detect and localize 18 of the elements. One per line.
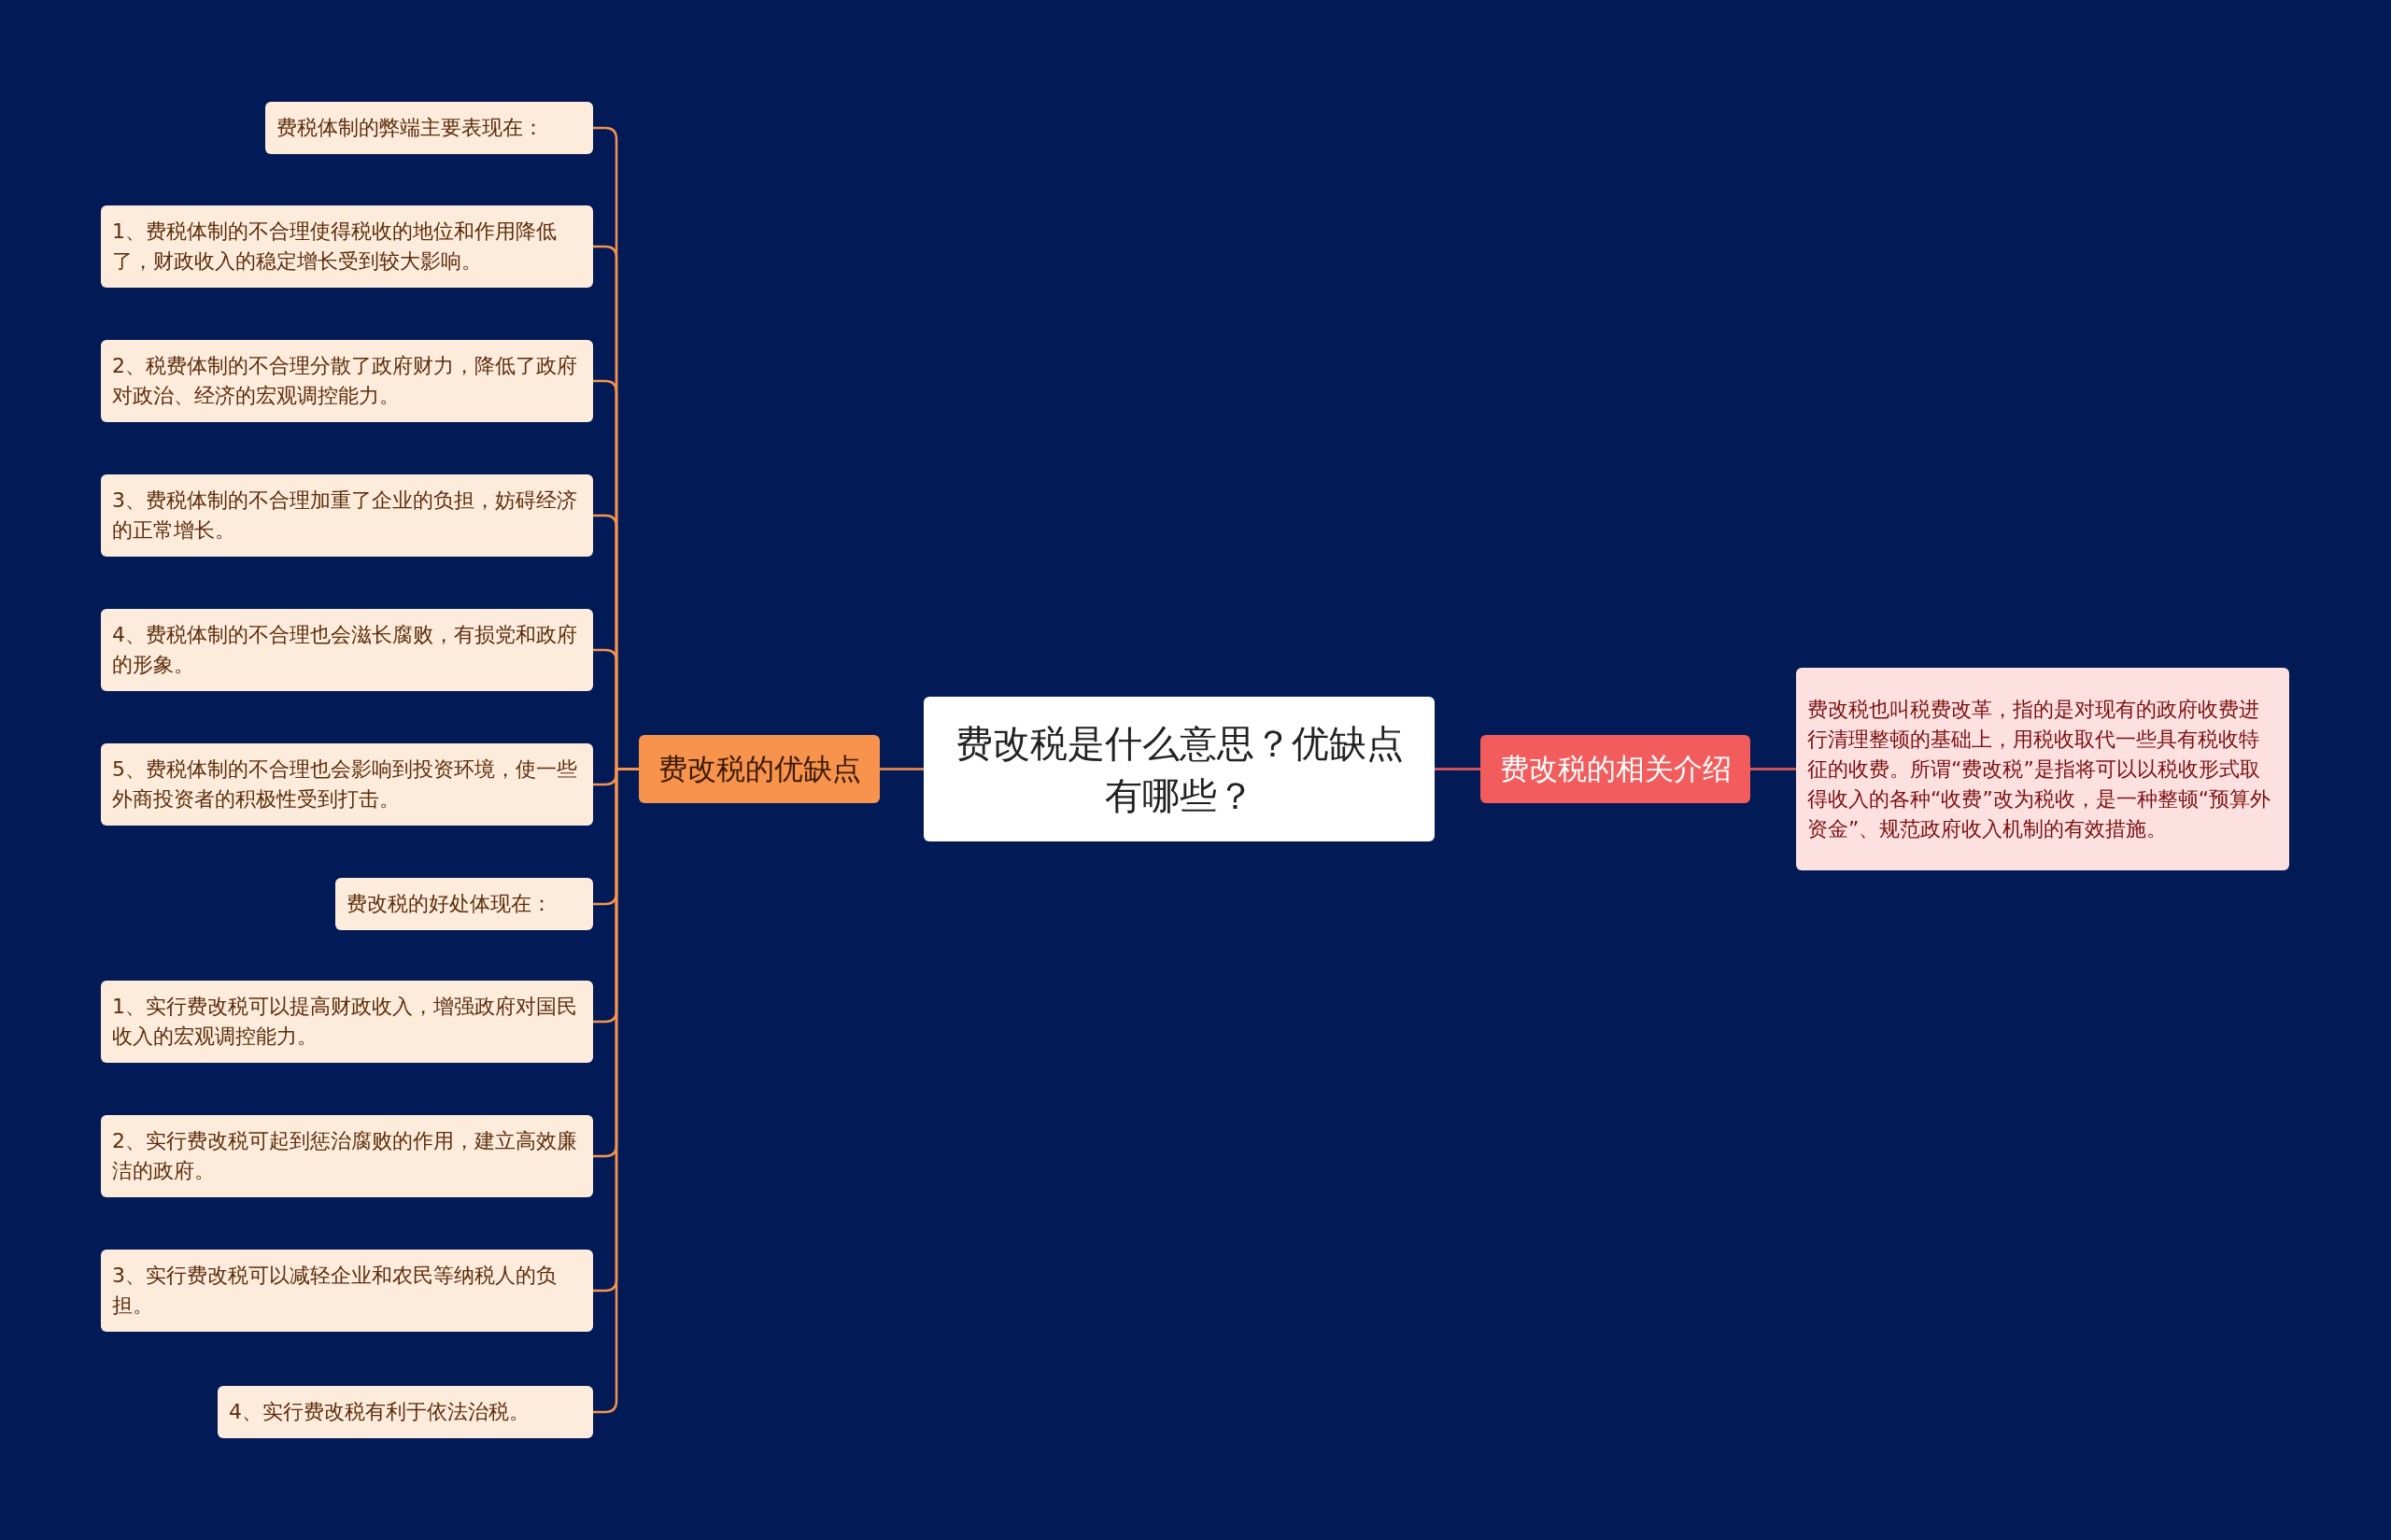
leaf-box: 费改税的好处体现在： xyxy=(335,878,593,930)
leaf-box: 1、费税体制的不合理使得税收的地位和作用降低了，财政收入的稳定增长受到较大影响。 xyxy=(101,205,593,288)
leaf-box: 费税体制的弊端主要表现在： xyxy=(265,102,593,154)
connector-line xyxy=(880,768,924,770)
leaf-box: 2、税费体制的不合理分散了政府财力，降低了政府对政治、经济的宏观调控能力。 xyxy=(101,340,593,422)
leaf-box: 4、实行费改税有利于依法治税。 xyxy=(218,1386,593,1438)
connector-line xyxy=(1435,768,1480,770)
topic-box: 费改税是什么意思？优缺点有哪些？ xyxy=(924,697,1435,841)
leaf-box: 5、费税体制的不合理也会影响到投资环境，使一些外商投资者的积极性受到打击。 xyxy=(101,743,593,826)
leaf-box: 2、实行费改税可起到惩治腐败的作用，建立高效廉洁的政府。 xyxy=(101,1115,593,1197)
leaf-box: 4、费税体制的不合理也会滋长腐败，有损党和政府的形象。 xyxy=(101,609,593,691)
branch-box: 费改税的优缺点 xyxy=(639,735,880,803)
note-box: 费改税也叫税费改革，指的是对现有的政府收费进行清理整顿的基础上，用税收取代一些具有税收特征的收费。所谓“费改税”是指将可以以税收形式取得收入的各种“收费”改为税收，是一种整顿“预算外资金”、规范政府收入机制的有效措施。 xyxy=(1796,668,2289,870)
leaf-box: 1、实行费改税可以提高财政收入，增强政府对国民收入的宏观调控能力。 xyxy=(101,981,593,1063)
branch-box: 费改税的相关介绍 xyxy=(1480,735,1750,803)
connector-line xyxy=(1750,768,1796,770)
leaf-box: 3、费税体制的不合理加重了企业的负担，妨碍经济的正常增长。 xyxy=(101,474,593,557)
leaf-box: 3、实行费改税可以减轻企业和农民等纳税人的负担。 xyxy=(101,1250,593,1332)
